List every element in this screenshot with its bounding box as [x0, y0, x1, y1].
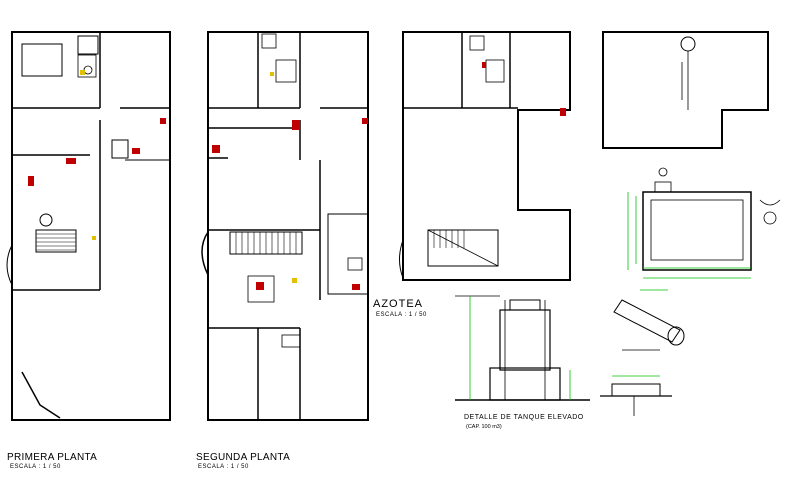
detail-title-tanque-elevado: DETALLE DE TANQUE ELEVADO	[464, 414, 584, 421]
primera-planta-fixture-marks	[80, 70, 96, 240]
plan-scale-segunda-planta: ESCALA : 1 / 50	[198, 464, 249, 470]
floor-plan-azotea	[399, 31, 571, 281]
roof-plan	[602, 31, 769, 149]
elevated-tank-detail	[455, 295, 590, 401]
foundation-detail	[600, 375, 672, 416]
tank-section-detail	[627, 167, 781, 279]
plan-scale-primera-planta: ESCALA : 1 / 50	[10, 464, 61, 470]
primera-planta-tile-marks	[28, 118, 166, 186]
detail-capacity: (CAP. 100 m3)	[466, 424, 502, 430]
floor-plan-primera-planta	[6, 31, 171, 421]
azotea-tile-marks	[482, 62, 566, 116]
segunda-planta-tile-marks	[212, 118, 368, 290]
plan-scale-azotea: ESCALA : 1 / 50	[376, 312, 427, 318]
floor-plan-segunda-planta	[201, 31, 369, 421]
plan-title-azotea: AZOTEA	[373, 298, 424, 310]
plan-title-segunda-planta: SEGUNDA PLANTA	[196, 452, 291, 463]
valve-detail	[613, 289, 685, 351]
plan-title-primera-planta: PRIMERA PLANTA	[7, 452, 98, 463]
segunda-planta-fixture-marks	[270, 72, 297, 283]
